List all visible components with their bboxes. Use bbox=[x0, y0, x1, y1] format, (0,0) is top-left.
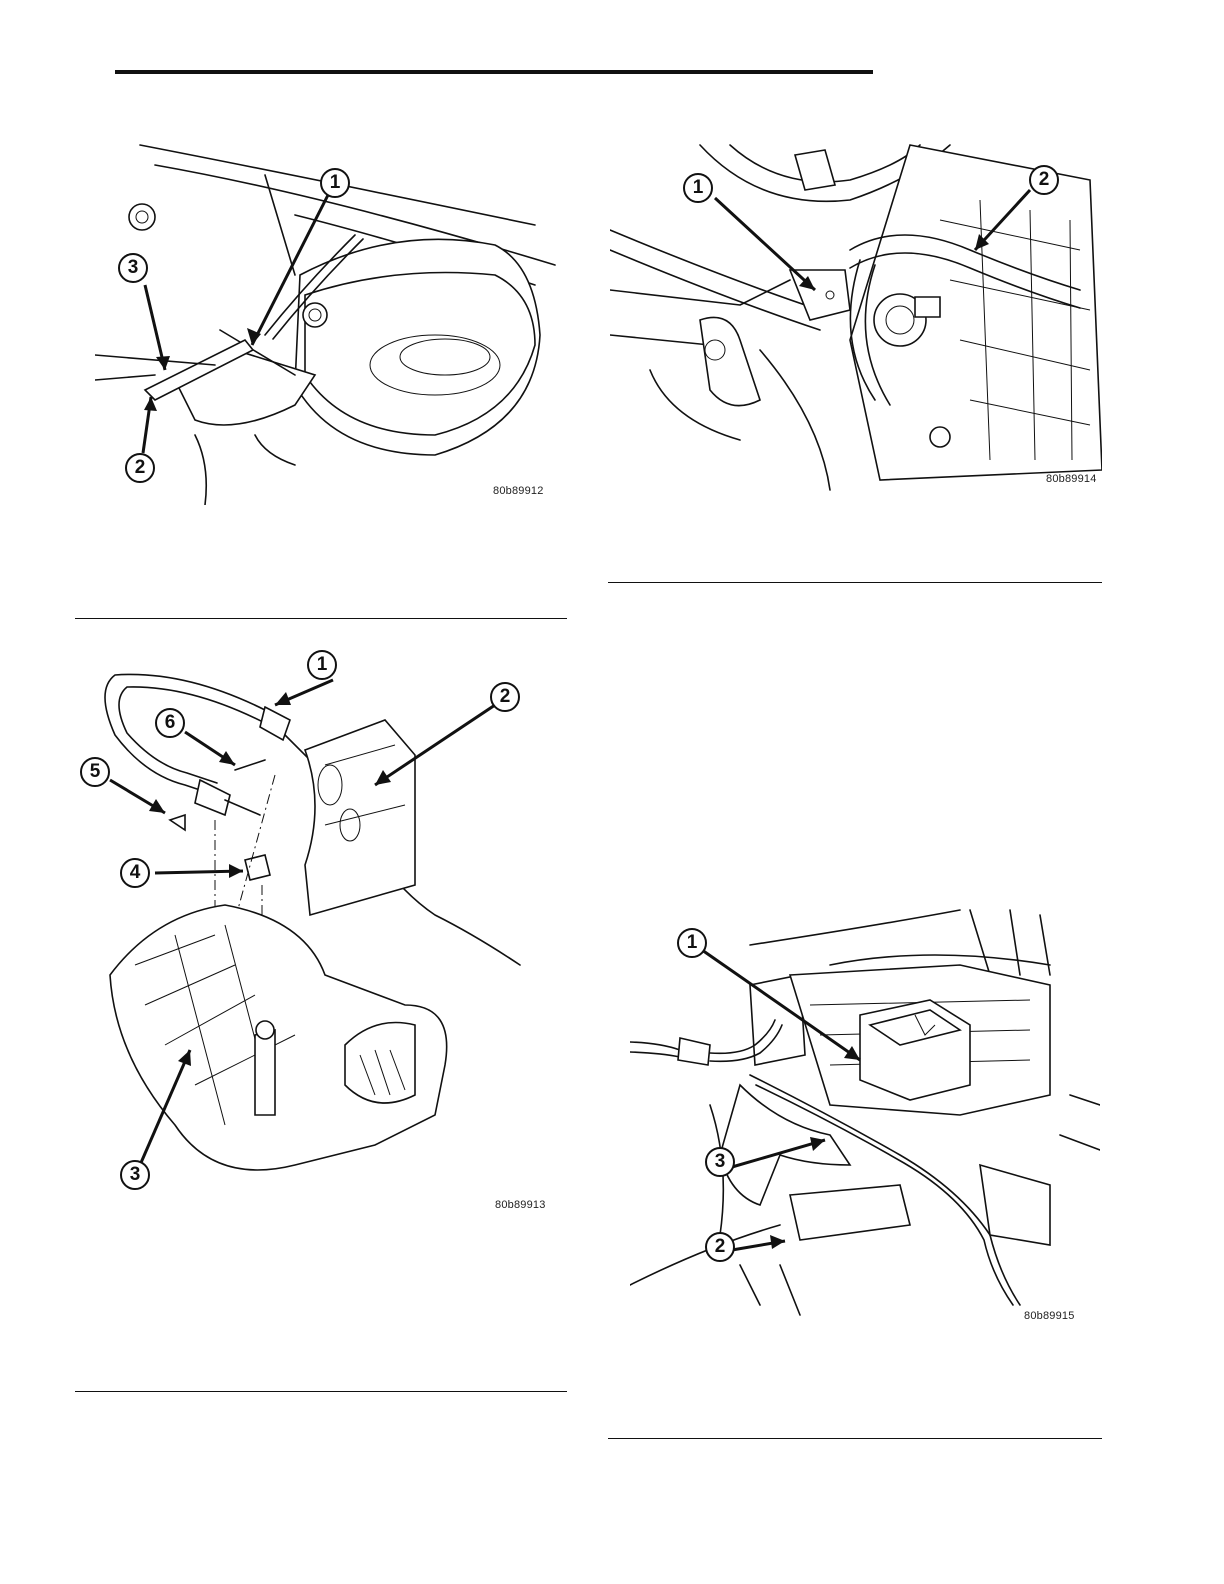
figure-cable-at-console-bottom-right: 1 3 2 80b89915 bbox=[630, 905, 1100, 1325]
header-rule bbox=[115, 70, 873, 74]
figure-4-drawing bbox=[630, 905, 1100, 1325]
callout-1: 1 bbox=[307, 650, 337, 680]
figure-3-drawing bbox=[75, 645, 570, 1215]
callout-1: 1 bbox=[320, 168, 350, 198]
figure-cable-routing-top-right: 1 2 80b89914 bbox=[610, 140, 1102, 495]
callout-3: 3 bbox=[120, 1160, 150, 1190]
figure-id: 80b89914 bbox=[1046, 473, 1097, 485]
callout-1: 1 bbox=[683, 173, 713, 203]
section-divider bbox=[75, 618, 567, 619]
callout-6: 6 bbox=[155, 708, 185, 738]
callout-2: 2 bbox=[1029, 165, 1059, 195]
section-divider bbox=[75, 1391, 567, 1392]
callout-2: 2 bbox=[125, 453, 155, 483]
callout-5: 5 bbox=[80, 757, 110, 787]
callout-2: 2 bbox=[490, 682, 520, 712]
callout-3: 3 bbox=[118, 253, 148, 283]
callout-3: 3 bbox=[705, 1147, 735, 1177]
figure-cable-at-transmission-top-left: 1 3 2 80b89912 bbox=[95, 135, 565, 505]
figure-cable-exploded-view-bottom-left: 1 2 6 5 4 3 80b89913 bbox=[75, 645, 570, 1215]
figure-id: 80b89915 bbox=[1024, 1310, 1075, 1322]
callout-2: 2 bbox=[705, 1232, 735, 1262]
figure-id: 80b89912 bbox=[493, 485, 544, 497]
section-divider bbox=[608, 582, 1102, 583]
figure-id: 80b89913 bbox=[495, 1199, 546, 1211]
section-divider bbox=[608, 1438, 1102, 1439]
callout-1: 1 bbox=[677, 928, 707, 958]
callout-4: 4 bbox=[120, 858, 150, 888]
